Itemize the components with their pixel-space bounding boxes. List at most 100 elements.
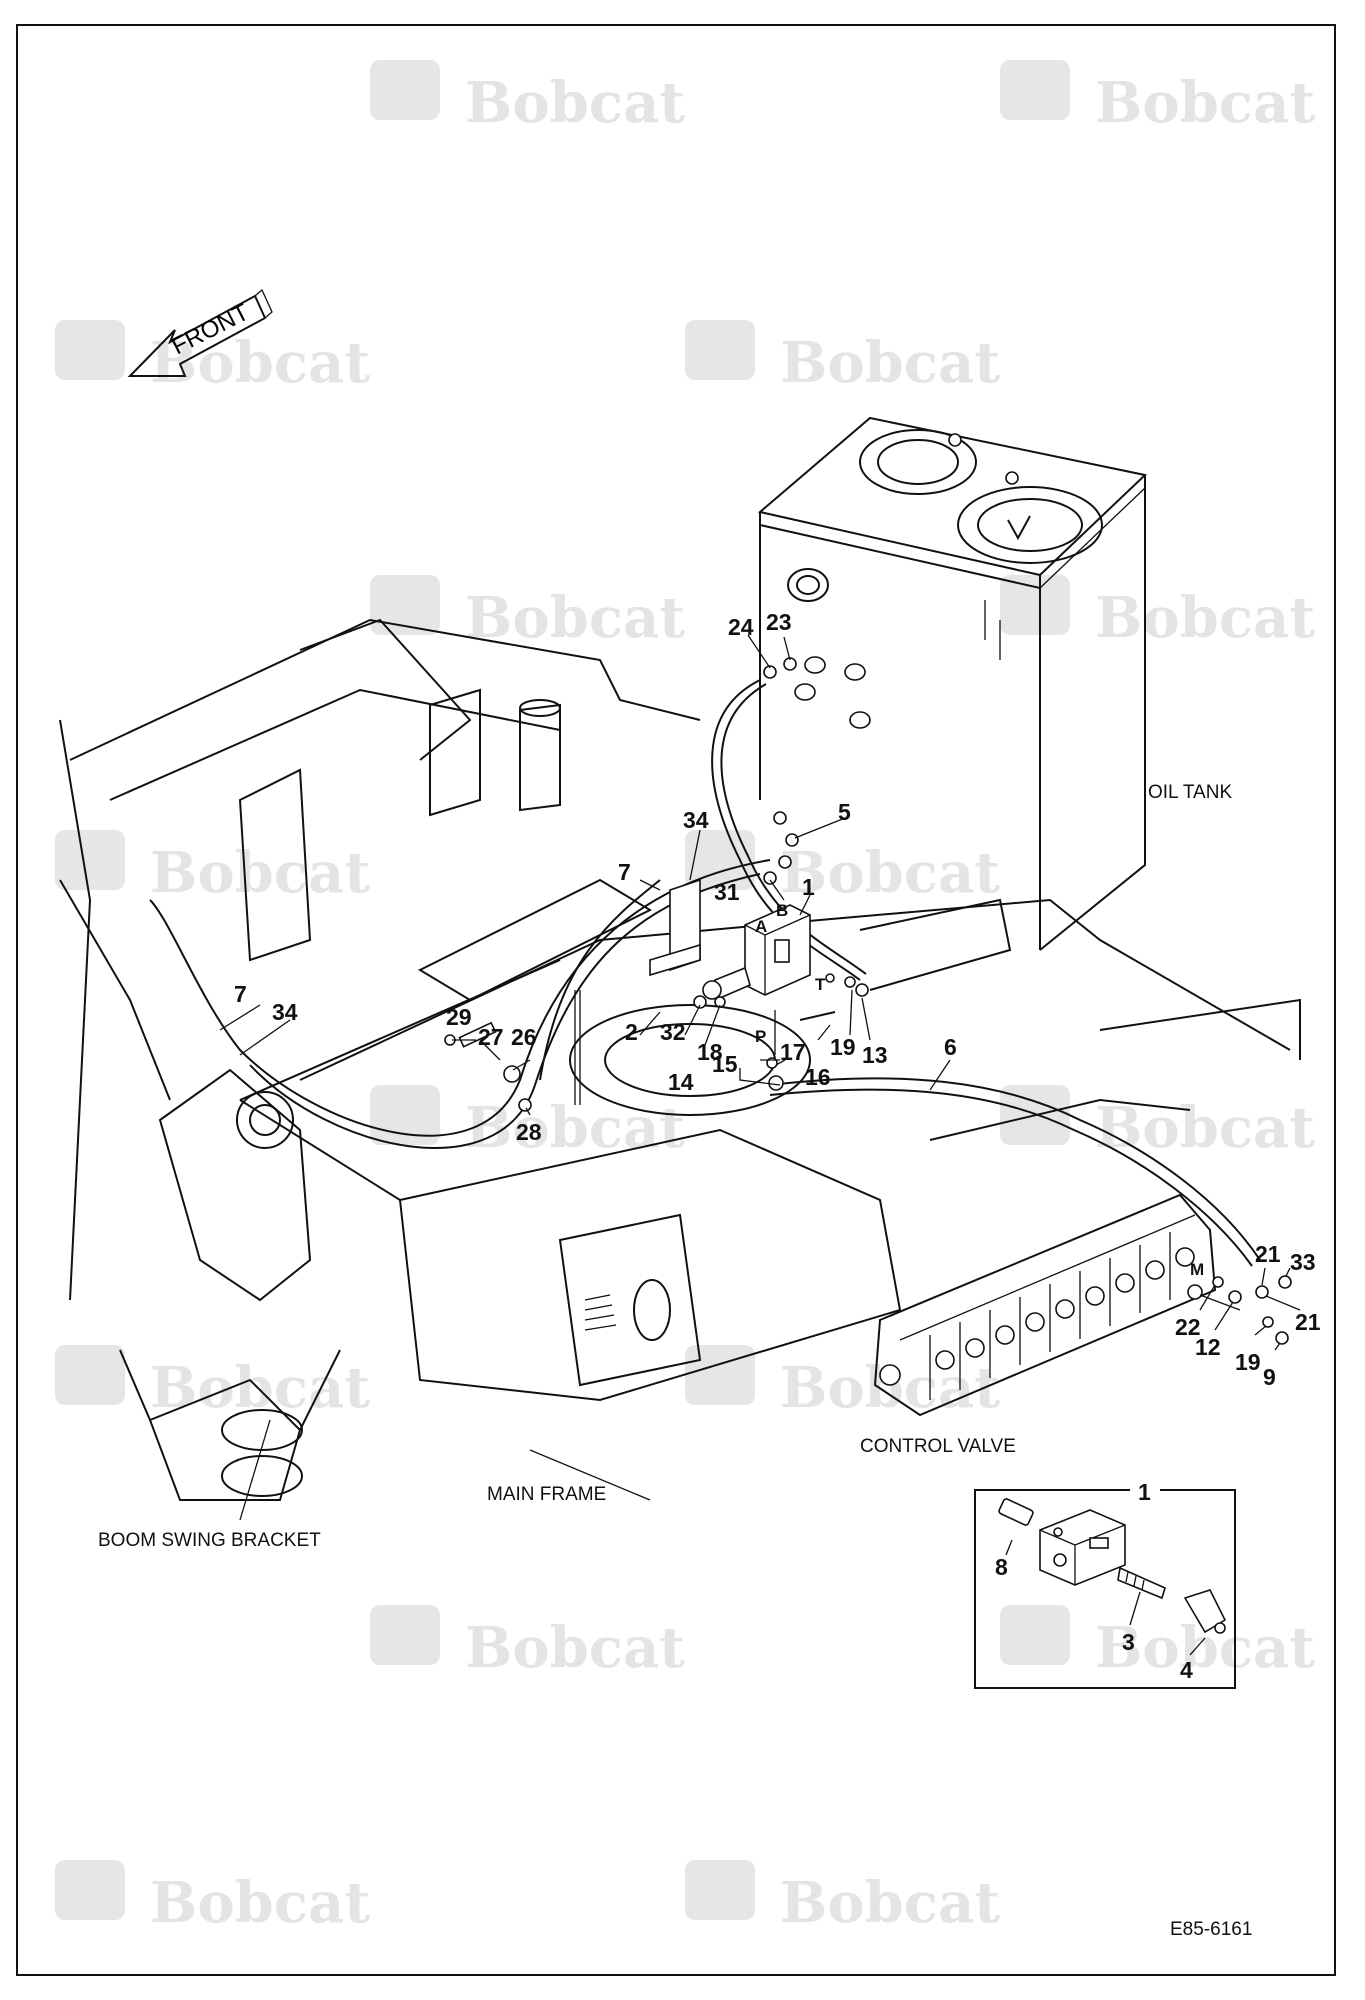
watermark: Bobcat (685, 830, 1000, 906)
bolt-28 (518, 1098, 532, 1112)
port-b-label: B (776, 901, 788, 920)
watermark-layer: Bobcat Bobcat Bobcat Bobcat Bobcat Bobca… (55, 60, 1315, 1936)
callout-33: 33 (1290, 1249, 1316, 1275)
fitting-22 (1212, 1276, 1224, 1288)
port-labels: A B T P M (755, 901, 1204, 1279)
callout-14: 14 (668, 1069, 694, 1095)
control-valve-fittings (1212, 1275, 1292, 1345)
main-frame (59, 618, 1301, 1521)
fitting-13 (855, 983, 869, 997)
callout-17: 17 (780, 1039, 806, 1065)
callout-21: 21 (1255, 1241, 1281, 1267)
fitting-b (778, 855, 792, 869)
callout-32: 32 (660, 1019, 686, 1045)
fitting-21 (1255, 1285, 1269, 1299)
port-m-label: M (1190, 1260, 1204, 1279)
svg-text:Bobcat: Bobcat (780, 330, 1000, 396)
section-captions: OIL TANK CONTROL VALVE MAIN FRAME BOOM S… (98, 782, 1232, 1551)
callout-19-lower: 19 (1235, 1349, 1261, 1375)
detail-coil-3 (1117, 1566, 1166, 1600)
svg-text:Bobcat: Bobcat (465, 70, 685, 136)
boom-swing-bracket-caption: BOOM SWING BRACKET (98, 1530, 321, 1551)
svg-text:Bobcat: Bobcat (465, 1615, 685, 1681)
callout-13: 13 (862, 1042, 888, 1068)
callout-12: 12 (1195, 1334, 1221, 1360)
callout-22: 22 (1175, 1314, 1201, 1340)
svg-text:Bobcat: Bobcat (465, 1095, 685, 1161)
watermark: Bobcat (370, 60, 685, 136)
fitting-24 (763, 665, 777, 679)
watermark: Bobcat (685, 320, 1000, 396)
callout-19: 19 (830, 1034, 856, 1060)
port-t-label: T (815, 975, 826, 994)
main-frame-caption: MAIN FRAME (487, 1484, 606, 1505)
callout-24: 24 (728, 614, 754, 640)
callout-21-lower: 21 (1295, 1309, 1321, 1335)
svg-text:Bobcat: Bobcat (780, 840, 1000, 906)
detail-valve-block (998, 1498, 1227, 1634)
svg-text:Bobcat: Bobcat (1095, 585, 1315, 651)
watermark: Bobcat (55, 320, 370, 396)
callout-31: 31 (714, 879, 740, 905)
svg-text:Bobcat: Bobcat (150, 1870, 370, 1936)
callout-28: 28 (516, 1119, 542, 1145)
fitting-14 (768, 1075, 784, 1091)
svg-text:Bobcat: Bobcat (465, 585, 685, 651)
callout-16: 16 (805, 1064, 831, 1090)
fitting-12 (1228, 1290, 1242, 1304)
callout-9: 9 (1263, 1364, 1276, 1390)
callout-34-left: 34 (272, 999, 298, 1025)
watermark: Bobcat (55, 1860, 370, 1936)
solenoid-valve-assembly (444, 657, 869, 1112)
control-valve (873, 1193, 1241, 1417)
callout-1: 1 (802, 874, 815, 900)
watermark: Bobcat (370, 1085, 685, 1161)
detail-inset: 1 8 3 4 (974, 1479, 1236, 1689)
hoses (149, 679, 1261, 1267)
oil-tank (757, 416, 1148, 951)
svg-text:Bobcat: Bobcat (780, 1870, 1000, 1936)
fitting-31 (763, 871, 777, 885)
watermark: Bobcat (1000, 575, 1315, 651)
hose-7 (539, 879, 661, 1081)
detail-callout-8: 8 (995, 1554, 1008, 1580)
callout-29: 29 (446, 1004, 472, 1030)
part-callouts: 24 23 5 34 7 31 1 7 34 29 27 26 2 32 18 … (234, 609, 1321, 1390)
watermark: Bobcat (370, 1605, 685, 1681)
watermark: Bobcat (370, 575, 685, 651)
hose-34 (149, 859, 771, 1137)
callout-27: 27 (478, 1024, 504, 1050)
figure-id: E85-6161 (1170, 1919, 1252, 1940)
detail-connector-4 (1183, 1589, 1227, 1634)
control-valve-caption: CONTROL VALVE (860, 1436, 1016, 1457)
svg-text:Bobcat: Bobcat (150, 1355, 370, 1421)
callout-5: 5 (838, 799, 851, 825)
detail-callout-4: 4 (1180, 1657, 1193, 1683)
fitting-33 (1278, 1275, 1292, 1289)
callout-18: 18 (697, 1039, 723, 1065)
hose-6 (769, 1077, 1261, 1261)
callout-7: 7 (618, 859, 631, 885)
plug-9 (1275, 1331, 1289, 1345)
callout-26: 26 (511, 1024, 537, 1050)
drawing-border (16, 24, 1336, 1976)
svg-text:Bobcat: Bobcat (1095, 70, 1315, 136)
clamp-26 (503, 1065, 521, 1083)
watermark: Bobcat (1000, 60, 1315, 136)
oil-tank-caption: OIL TANK (1148, 782, 1232, 803)
watermark: Bobcat (685, 1860, 1000, 1936)
detail-callout-1: 1 (1138, 1479, 1151, 1505)
watermark: Bobcat (1000, 1085, 1315, 1161)
leader-lines (219, 634, 1301, 1351)
pin-27 (458, 1021, 497, 1048)
port-a-label: A (755, 917, 767, 936)
hose-5 (711, 679, 861, 981)
svg-text:Bobcat: Bobcat (150, 840, 370, 906)
svg-text:Bobcat: Bobcat (150, 330, 370, 396)
watermark: Bobcat (55, 830, 370, 906)
detail-callout-3: 3 (1122, 1629, 1135, 1655)
callout-7-left: 7 (234, 981, 247, 1007)
callout-23: 23 (766, 609, 792, 635)
watermark: Bobcat (1000, 1605, 1315, 1681)
